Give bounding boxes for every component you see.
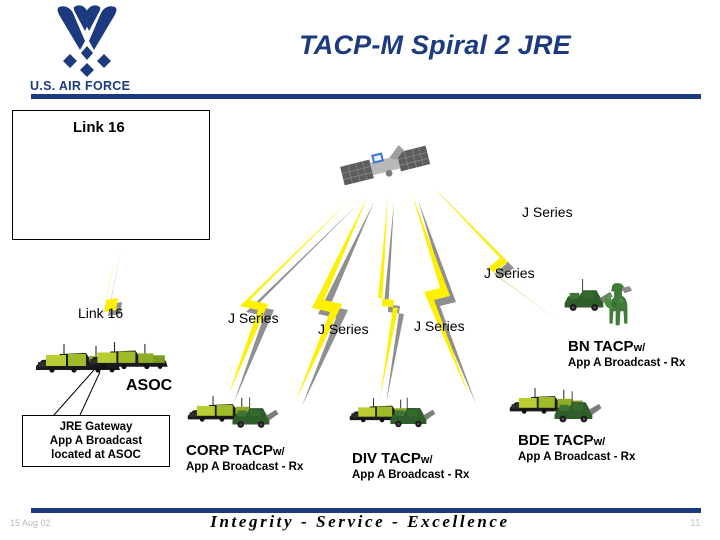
node-sub-bn-tacp: App A Broadcast - Rx bbox=[568, 357, 686, 369]
node-sub-div-tacp: App A Broadcast - Rx bbox=[352, 469, 470, 481]
node-label-corp-tacp: CORP TACPw/ bbox=[186, 442, 285, 459]
footer-page-number: 11 bbox=[690, 518, 701, 529]
bde-tacp-vehicle-icon bbox=[509, 387, 602, 423]
callout-line-2: App A Broadcast bbox=[49, 434, 143, 447]
bolt-sat-corp2 bbox=[296, 196, 374, 406]
div-tacp-vehicle-icon bbox=[349, 397, 436, 428]
bolt-sat-bde bbox=[412, 194, 476, 404]
node-name-corp-tacp: CORP TACP bbox=[186, 442, 273, 459]
jre-gateway-callout: JRE Gateway App A Broadcast located at A… bbox=[22, 415, 170, 467]
node-name-bde-tacp: BDE TACP bbox=[518, 432, 594, 449]
link16-inset-box: Link 16 bbox=[12, 110, 210, 240]
connection-label-jseries-2: J Series bbox=[318, 321, 369, 337]
connection-label-jseries-5: J Series bbox=[522, 204, 573, 220]
node-name-bn-tacp: BN TACP bbox=[568, 338, 634, 355]
node-suffix-bde-tacp: w/ bbox=[593, 436, 606, 448]
bolt-sat-div bbox=[378, 196, 404, 404]
node-name-div-tacp: DIV TACP bbox=[352, 450, 421, 467]
footer-motto: Integrity - Service - Excellence bbox=[210, 512, 510, 531]
callout-line-1: JRE Gateway bbox=[59, 420, 133, 433]
page-title: TACP-M Spiral 2 JRE bbox=[299, 30, 571, 60]
footer-date: 15 Aug 02 bbox=[10, 518, 51, 528]
asoc-vehicle-icon bbox=[35, 341, 169, 374]
satellite-icon bbox=[340, 145, 431, 186]
node-suffix-bn-tacp: w/ bbox=[633, 342, 646, 354]
link16-box-title: Link 16 bbox=[73, 119, 125, 136]
node-label-bde-tacp: BDE TACPw/ bbox=[518, 432, 605, 449]
callout-line-3: located at ASOC bbox=[51, 449, 141, 461]
header-divider bbox=[31, 94, 701, 99]
corp-tacp-vehicle-icon bbox=[187, 395, 279, 429]
node-label-asoc: ASOC bbox=[126, 377, 173, 394]
footer-divider bbox=[31, 508, 701, 513]
node-label-bn-tacp: BN TACPw/ bbox=[568, 338, 645, 355]
node-label-div-tacp: DIV TACPw/ bbox=[352, 450, 433, 467]
callout-leader-lines bbox=[53, 369, 101, 416]
connection-label-jseries-4: J Series bbox=[484, 265, 535, 281]
node-sub-bde-tacp: App A Broadcast - Rx bbox=[518, 451, 636, 463]
connection-label-jseries-3: J Series bbox=[414, 318, 465, 334]
node-suffix-corp-tacp: w/ bbox=[272, 446, 285, 458]
bn-tacp-vehicle-icon bbox=[564, 278, 633, 326]
node-suffix-div-tacp: w/ bbox=[420, 454, 433, 466]
connection-label-jseries-1: J Series bbox=[228, 310, 279, 326]
usaf-logo-icon bbox=[57, 5, 117, 77]
node-sub-corp-tacp: App A Broadcast - Rx bbox=[186, 461, 304, 473]
bolt-sat-corp bbox=[228, 198, 358, 402]
usaf-wordmark: U.S. AIR FORCE bbox=[30, 79, 131, 93]
connection-label-link16: Link 16 bbox=[78, 305, 124, 321]
